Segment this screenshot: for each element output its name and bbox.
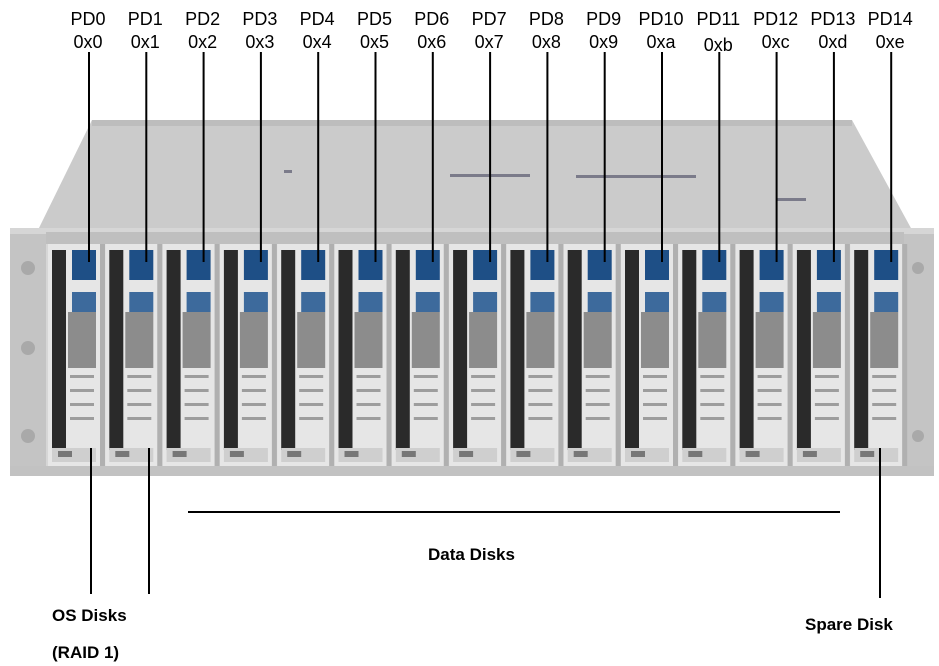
disk-tray-pd12 xyxy=(735,52,793,466)
status-led-pd3 xyxy=(243,250,268,280)
status-led-pd1 xyxy=(129,250,154,280)
disk-address: 0x0 xyxy=(73,32,103,52)
disk-tray-pd9 xyxy=(563,52,621,466)
disk-tray-pd4 xyxy=(277,52,335,466)
disk-address: 0x4 xyxy=(302,32,332,52)
spare-disk-leader xyxy=(879,448,881,598)
disk-tray-pd3 xyxy=(219,52,277,466)
disk-leader-pd1 xyxy=(145,52,148,262)
disk-name: PD14 xyxy=(867,9,913,29)
status-led-pd0 xyxy=(72,250,96,280)
disk-name: PD2 xyxy=(185,9,221,29)
disk-address: 0xe xyxy=(875,32,905,52)
status-led-pd4 xyxy=(301,250,326,280)
disk-leader-pd6 xyxy=(431,52,434,262)
status-led-pd6 xyxy=(415,250,440,280)
disk-leader-pd5 xyxy=(374,52,377,262)
disk-leader-pd2 xyxy=(202,52,205,262)
status-led-pd10 xyxy=(645,250,669,280)
disk-name: PD9 xyxy=(586,9,622,29)
disk-label-pd11: PD11 0xb xyxy=(687,8,749,57)
disk-label-pd13: PD13 0xd xyxy=(802,8,864,54)
disk-address: 0x8 xyxy=(531,32,561,52)
disk-leader-pd4 xyxy=(317,52,320,262)
disk-name: PD3 xyxy=(242,9,278,29)
disk-name: PD1 xyxy=(127,9,163,29)
disk-name: PD13 xyxy=(810,9,856,29)
os-disk-leader-pd0 xyxy=(90,448,92,594)
disk-address: 0x5 xyxy=(359,32,390,52)
disk-tray-pd10 xyxy=(621,52,678,466)
disk-leader-pd3 xyxy=(259,52,262,262)
disk-leader-pd8 xyxy=(546,52,549,262)
disk-tray-pd6 xyxy=(391,52,449,466)
disk-address: 0x6 xyxy=(417,32,447,52)
disk-name: PD7 xyxy=(471,9,507,29)
disk-name: PD12 xyxy=(753,9,799,29)
disk-label-pd14: PD14 0xe xyxy=(859,8,921,54)
os-disk-leader-pd1 xyxy=(148,448,150,594)
disk-tray-pd13 xyxy=(792,52,850,466)
disk-label-pd10: PD10 0xa xyxy=(630,8,692,54)
disk-address: 0x7 xyxy=(474,32,504,52)
status-led-pd14 xyxy=(874,250,899,280)
status-led-pd7 xyxy=(473,250,498,280)
disk-name: PD0 xyxy=(70,9,106,29)
disk-tray-pd0 xyxy=(48,52,105,466)
disk-name: PD4 xyxy=(299,9,335,29)
status-led-pd11 xyxy=(702,250,727,280)
disk-leader-pd12 xyxy=(775,52,778,262)
disk-address: 0x2 xyxy=(188,32,218,52)
disk-address: 0xc xyxy=(761,32,790,52)
disk-address: 0xa xyxy=(646,32,676,52)
disk-tray-pd8 xyxy=(506,52,564,466)
status-led-pd13 xyxy=(816,250,841,280)
disk-name: PD6 xyxy=(414,9,450,29)
status-led-pd8 xyxy=(530,250,555,280)
spare-disk-caption: Spare Disk xyxy=(805,615,893,634)
disk-leader-pd0 xyxy=(88,52,90,262)
os-disks-raid-caption: (RAID 1) xyxy=(52,643,120,662)
disk-address: 0xb xyxy=(703,35,733,55)
disk-leader-pd14 xyxy=(890,52,893,262)
disk-tray-pd2 xyxy=(162,52,220,466)
status-led-pd9 xyxy=(587,250,612,280)
os-disks-caption: OS Disks xyxy=(52,606,127,625)
disk-address: 0xd xyxy=(818,32,848,52)
disk-name: PD11 xyxy=(696,9,741,29)
disk-label-pd12: PD12 0xc xyxy=(745,8,807,54)
disk-name: PD8 xyxy=(528,9,564,29)
disk-address: 0x3 xyxy=(245,32,275,52)
status-led-pd12 xyxy=(759,250,784,280)
data-disks-caption: Data Disks xyxy=(428,545,515,564)
disk-name: PD10 xyxy=(638,9,684,29)
disk-tray-pd14 xyxy=(850,52,908,466)
disk-tray-pd7 xyxy=(449,52,507,466)
status-led-pd5 xyxy=(358,250,383,280)
disk-tray-pd11 xyxy=(678,52,736,466)
data-disks-bracket xyxy=(188,511,840,513)
disk-leader-pd11 xyxy=(718,52,721,262)
disk-leader-pd13 xyxy=(832,52,835,262)
disk-address: 0x9 xyxy=(589,32,619,52)
disk-tray-pd5 xyxy=(334,52,392,466)
disk-leader-pd10 xyxy=(661,52,663,262)
disk-tray-pd1 xyxy=(105,52,163,466)
disk-address: 0x1 xyxy=(130,32,160,52)
disk-leader-pd7 xyxy=(489,52,492,262)
disk-leader-pd9 xyxy=(603,52,606,262)
disk-name: PD5 xyxy=(356,9,392,29)
status-led-pd2 xyxy=(186,250,211,280)
